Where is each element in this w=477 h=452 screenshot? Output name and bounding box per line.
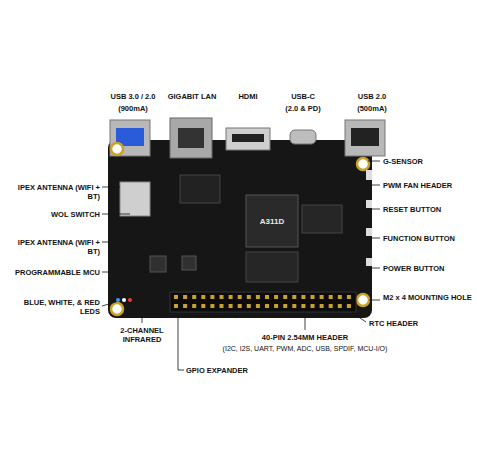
header-pin [338, 304, 342, 308]
header-pin [201, 304, 205, 308]
header-pin [247, 295, 251, 299]
header-pin [229, 304, 233, 308]
port-label: HDMI [228, 92, 268, 101]
header-pin [320, 304, 324, 308]
header-pin [238, 295, 242, 299]
header-pin [210, 295, 214, 299]
header-pin [283, 295, 287, 299]
callout-label: G-SENSOR [383, 157, 473, 166]
port-label: GIGABIT LAN [157, 92, 227, 101]
header-pin [329, 304, 333, 308]
header-pin [174, 295, 178, 299]
callout-label: WOL SWITCH [5, 210, 100, 219]
callout-label: GPIO EXPANDER [186, 366, 276, 375]
header-pin [292, 295, 296, 299]
header-pin [274, 304, 278, 308]
header-pin [292, 304, 296, 308]
header-pin [192, 295, 196, 299]
callout-label: RESET BUTTON [383, 205, 473, 214]
header-pin [265, 304, 269, 308]
header-pin [347, 295, 351, 299]
port-label: USB-C [278, 92, 328, 101]
callout-label: FUNCTION BUTTON [383, 234, 473, 243]
header-pin [256, 295, 260, 299]
header-pin [183, 295, 187, 299]
callout-label: POWER BUTTON [383, 264, 473, 273]
port-label: USB 2.0 [342, 92, 402, 101]
header-pin [201, 295, 205, 299]
header-pin [192, 304, 196, 308]
callout-label: IPEX ANTENNA (WIFI + BT) [5, 238, 100, 256]
header-pin [320, 295, 324, 299]
header-pin [338, 295, 342, 299]
header-pin [274, 295, 278, 299]
header-pin [283, 304, 287, 308]
header-pin [329, 295, 333, 299]
callout-label: IPEX ANTENNA (WIFI + BT) [5, 183, 100, 201]
header-pin [210, 304, 214, 308]
header-pin [311, 295, 315, 299]
header-pin [311, 304, 315, 308]
port-note: (2.0 & PD) [273, 104, 333, 113]
callout-label: 2-CHANNEL INFRARED [112, 326, 172, 344]
port-label: USB 3.0 / 2.0 [93, 92, 173, 101]
chip-marking: A311D [247, 217, 297, 227]
callout-label: RTC HEADER [369, 319, 469, 328]
header-pin [220, 295, 224, 299]
callout-label: 40-PIN 2.54MM HEADER [245, 333, 365, 342]
callout-note: (I2C, I2S, UART, PWM, ADC, USB, SPDIF, M… [185, 345, 425, 353]
header-pin [220, 304, 224, 308]
callout-label: PROGRAMMABLE MCU [5, 268, 100, 277]
header-pin [174, 304, 178, 308]
callout-label: M2 x 4 MOUNTING HOLE [383, 293, 473, 302]
callout-label: PWM FAN HEADER [383, 181, 473, 190]
port-note: (500mA) [342, 104, 402, 113]
header-pin [238, 304, 242, 308]
header-pin [301, 295, 305, 299]
header-pin [301, 304, 305, 308]
header-pin [183, 304, 187, 308]
header-pin [247, 304, 251, 308]
header-pin [229, 295, 233, 299]
header-pin [256, 304, 260, 308]
header-pin [265, 295, 269, 299]
header-pin [347, 304, 351, 308]
callout-label: BLUE, WHITE, & RED LEDS [5, 298, 100, 316]
port-note: (900mA) [103, 104, 163, 113]
